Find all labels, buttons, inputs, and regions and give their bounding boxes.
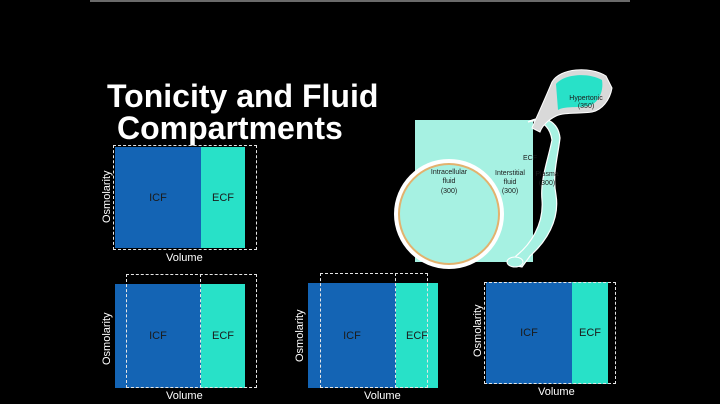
ecf-label: ECF — [406, 329, 428, 342]
y-axis-label: Osmolarity — [101, 170, 113, 223]
top-divider-line — [90, 0, 630, 2]
hypertonic-value: (350) — [577, 103, 595, 110]
x-axis-label: Volume — [166, 390, 203, 402]
ecf-block: ECF — [572, 282, 608, 384]
compartment-diagram: Intracellular fluid (300) ECF Interstiti… — [380, 60, 620, 270]
cell-interior — [400, 165, 498, 263]
pitcher-fluid — [556, 75, 603, 110]
title-line-2: Compartments — [117, 110, 343, 146]
ecf-label: ECF — [523, 155, 537, 162]
icf-label: ICF — [149, 191, 167, 204]
ecf-label: ECF — [579, 327, 601, 339]
baseline-divider — [395, 273, 396, 388]
ecf-label: ECF — [212, 330, 234, 342]
icf-block: ICF — [308, 283, 396, 388]
title-line-1: Tonicity and Fluid — [107, 78, 379, 114]
interstitial-value: (300) — [501, 188, 519, 195]
baseline-dashed-outline — [484, 282, 616, 384]
x-axis-label: Volume — [538, 386, 575, 398]
compartment-diagram-graphic — [394, 69, 613, 269]
plasma-label: Plasma — [535, 171, 559, 178]
icf-label-line2: fluid — [442, 178, 456, 185]
icf-block: ICF — [486, 282, 572, 384]
plasma-value: (300) — [538, 180, 556, 187]
x-axis-label: Volume — [166, 252, 203, 264]
icf-block: ICF — [115, 284, 201, 388]
baseline-dashed-outline — [126, 274, 257, 388]
interstitial-label-line2: fluid — [503, 179, 517, 186]
y-axis-label: Osmolarity — [101, 312, 113, 365]
ecf-block: ECF — [201, 147, 245, 248]
vessel-end — [506, 256, 524, 268]
ecf-label: ECF — [212, 191, 234, 204]
icf-label-line1: Intracellular — [430, 169, 468, 176]
icf-label: ICF — [520, 327, 538, 339]
y-axis-label: Osmolarity — [294, 309, 306, 362]
baseline-divider — [200, 274, 201, 388]
hypertonic-label: Hypertonic — [569, 95, 603, 102]
ecf-block: ECF — [396, 283, 438, 388]
icf-label: ICF — [149, 330, 167, 342]
interstitial-label-line1: Interstitial — [495, 170, 525, 177]
baseline-dashed-outline — [320, 273, 428, 388]
icf-block: ICF — [115, 147, 201, 248]
icf-label: ICF — [343, 329, 361, 342]
ecf-block: ECF — [201, 284, 245, 388]
y-axis-label: Osmolarity — [472, 304, 484, 357]
baseline-dashed-outline — [113, 145, 257, 250]
x-axis-label: Volume — [364, 390, 401, 402]
icf-value: (300) — [440, 188, 458, 195]
